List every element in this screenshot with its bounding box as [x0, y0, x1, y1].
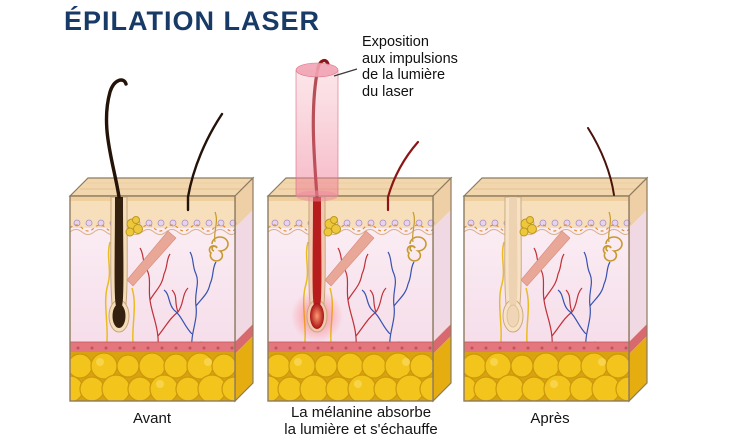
hair-shaft-secondary [186, 112, 224, 212]
caption-apres: Après [530, 410, 570, 427]
annotation-line-3: de la lumière [362, 67, 446, 83]
sebaceous-gland [519, 216, 537, 237]
empty-channel [508, 197, 518, 312]
annotation-pointer-line [333, 68, 358, 77]
annotation-line-4: du laser [362, 83, 414, 100]
sebaceous-gland [323, 216, 341, 237]
skin-panel-avant [57, 78, 253, 403]
hair-root [114, 197, 124, 312]
caption-melanin: La mélanine absorbe la lumière et s'écha… [266, 404, 456, 438]
laser-beam [295, 62, 339, 202]
laser-exposure-annotation: Exposition aux impulsions de la lumière … [362, 34, 458, 100]
caption-avant: Avant [132, 410, 172, 427]
sebaceous-gland [125, 216, 143, 237]
arrector-pili-muscle [520, 230, 571, 287]
hair-follicle-empty [502, 196, 571, 333]
hair-bulb [112, 304, 126, 328]
hair-follicle-avant [108, 196, 177, 333]
hair-bulb-heated [310, 303, 324, 329]
arrector-pili-muscle [324, 230, 375, 287]
hair-root-heated [312, 197, 322, 312]
arrector-pili-muscle [126, 230, 177, 287]
hair-follicle-heated [291, 196, 375, 342]
caption-melanin-line-2: la lumière et s'échauffe [284, 421, 438, 438]
annotation-line-2: aux impulsions [362, 50, 458, 67]
shed-hair [587, 127, 615, 196]
hair-shaft-heated-secondary [386, 140, 420, 212]
skin-panel-apres [451, 127, 647, 403]
skin-panel-laser [255, 58, 451, 403]
caption-melanin-line-1: La mélanine absorbe [290, 404, 432, 421]
annotation-line-1: Exposition [362, 34, 429, 50]
hair-shaft [104, 78, 128, 199]
page-title: ÉPILATION LASER [64, 6, 321, 36]
